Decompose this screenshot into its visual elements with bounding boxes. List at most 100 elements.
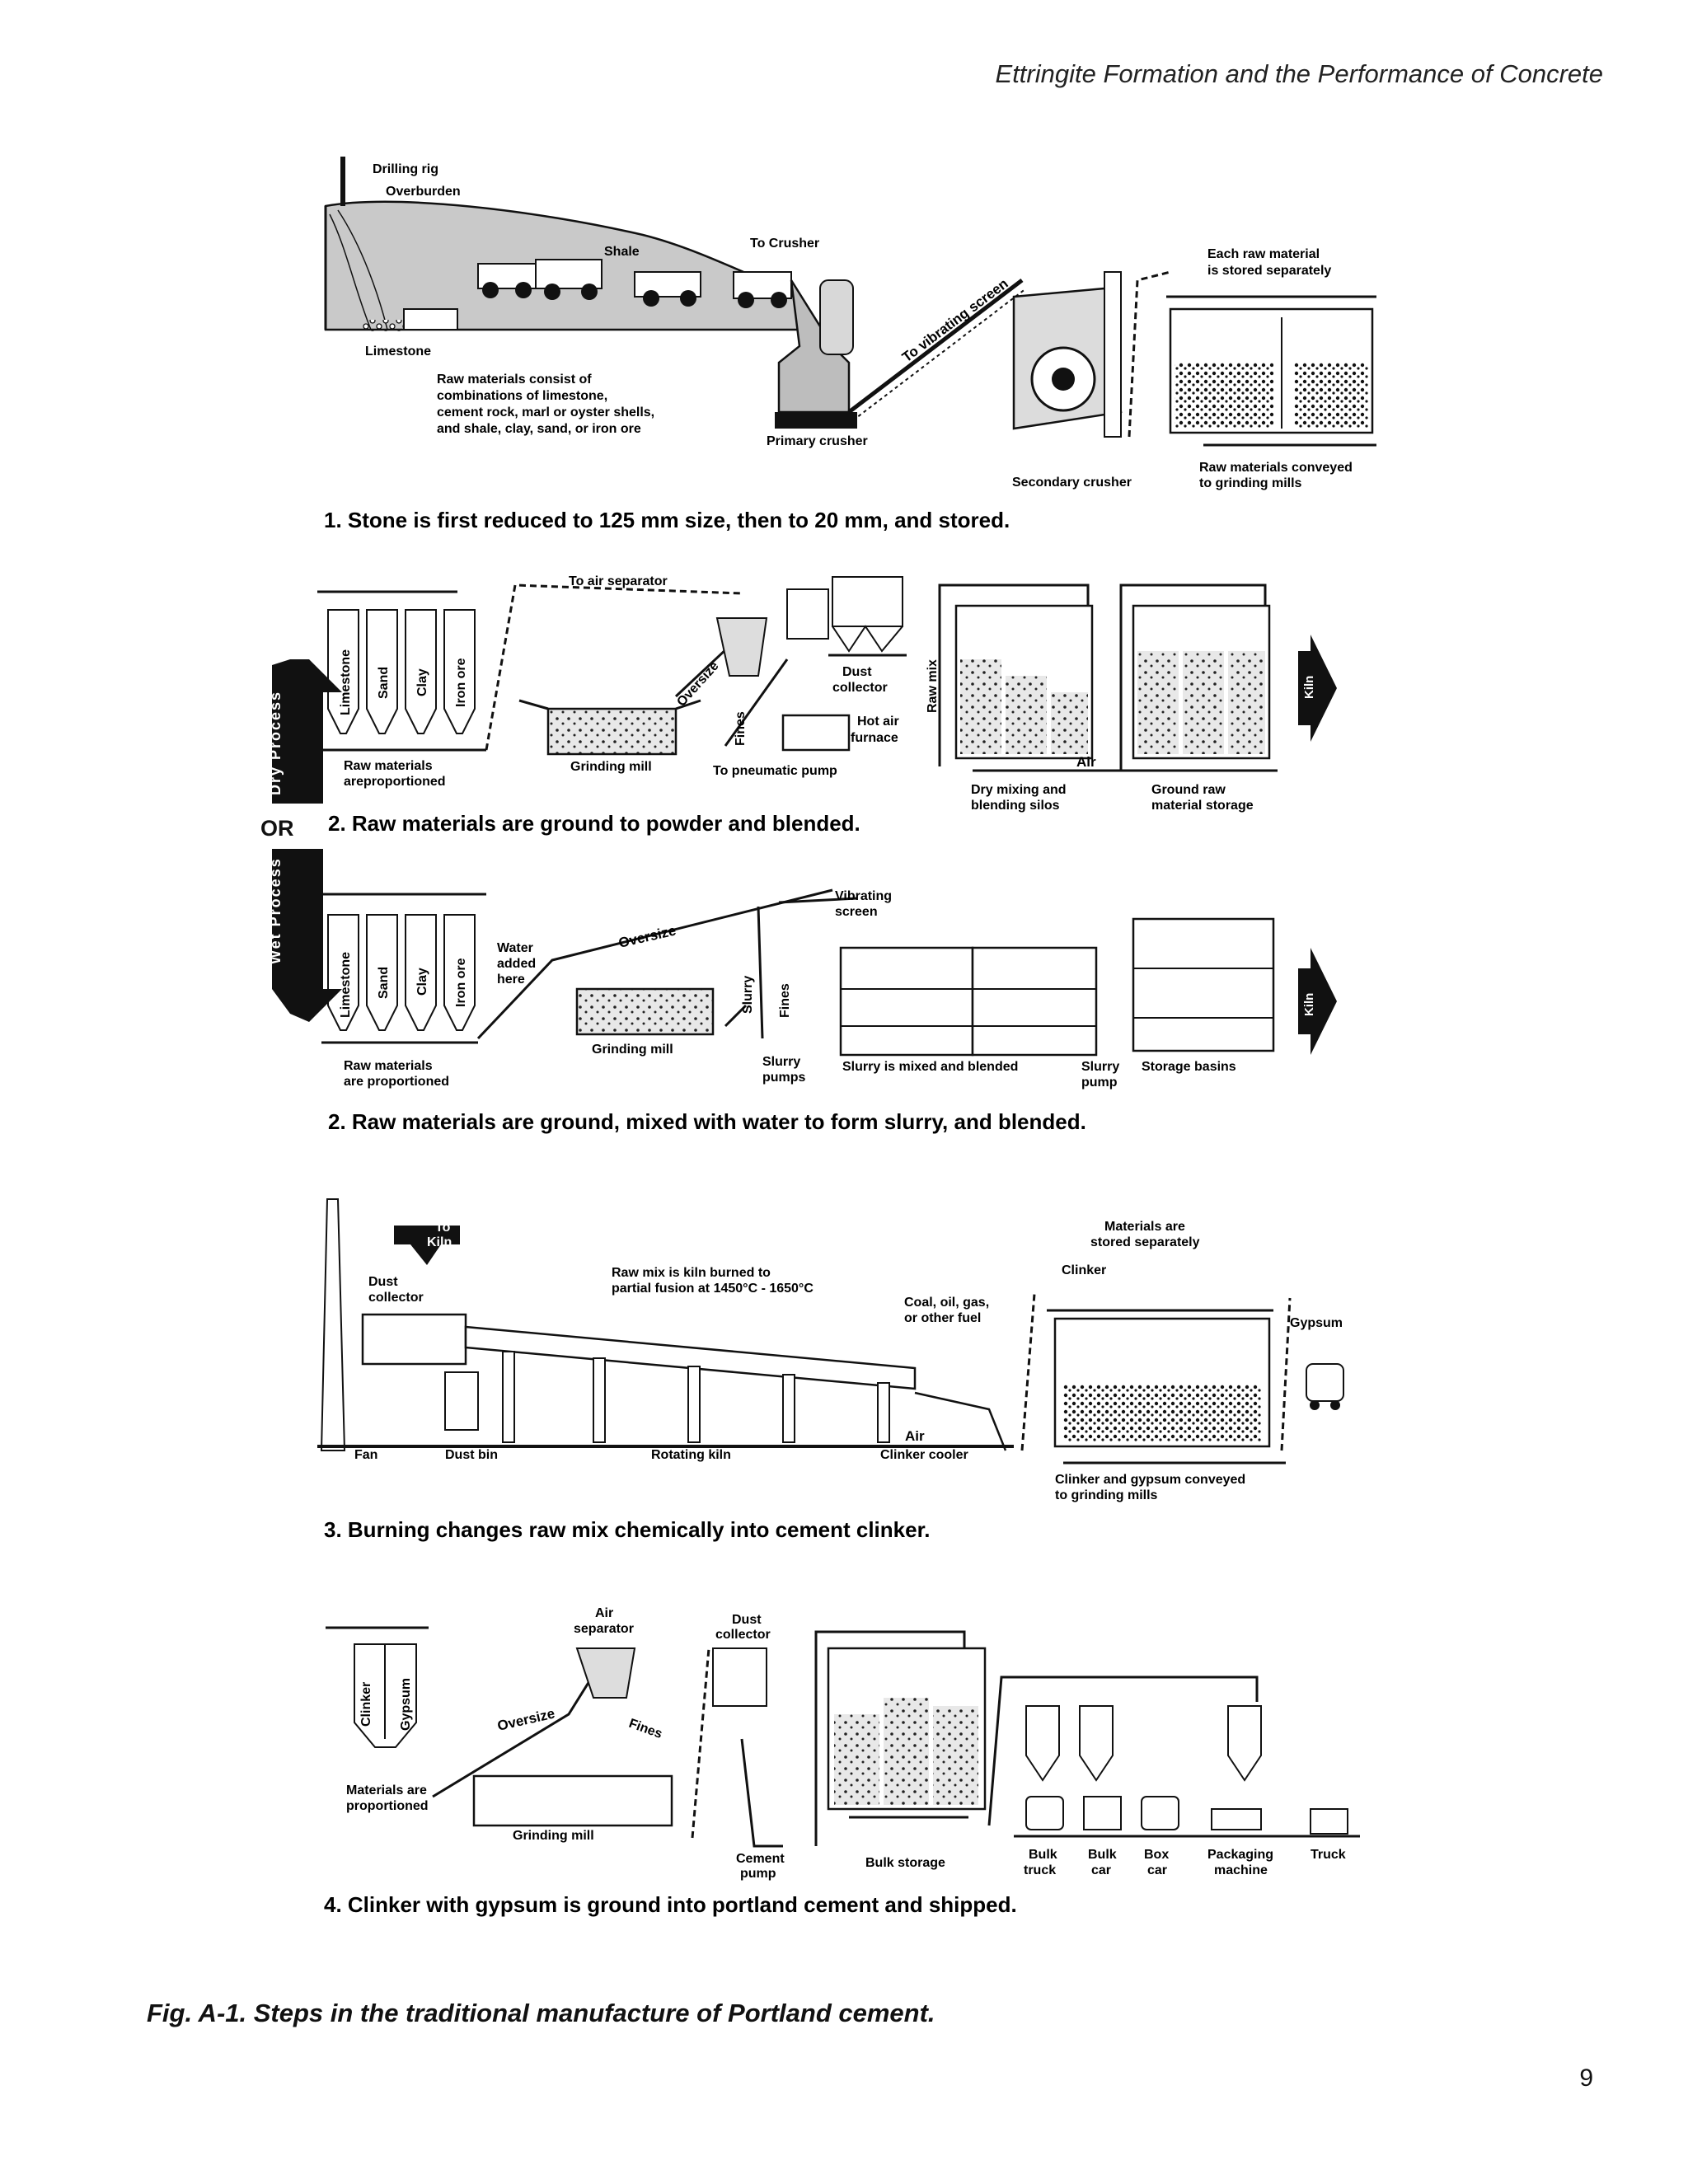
dry-sand: Sand <box>377 667 391 699</box>
dry-proportioned-1: Raw materials <box>344 759 433 773</box>
finish-box-car-2: car <box>1147 1863 1167 1877</box>
dust-collector-dry <box>828 576 907 657</box>
burn-gypsum: Gypsum <box>1290 1316 1343 1330</box>
burn-conveyed-2: to grinding mills <box>1055 1488 1158 1502</box>
wet-to-kiln-1: To <box>1287 996 1301 1010</box>
clinker-cooler <box>914 1391 1007 1451</box>
quarry <box>324 157 809 331</box>
wet-water-2: added <box>497 957 536 971</box>
burn-fuel-1: Coal, oil, gas, <box>904 1296 989 1310</box>
burn-clinker: Clinker <box>1062 1263 1106 1277</box>
finish-air-separator <box>575 1647 636 1699</box>
finish-bulk-storage: Bulk storage <box>865 1856 945 1870</box>
dry-proportioned-2: areproportioned <box>344 775 446 789</box>
finish-bulk-truck-1: Bulk <box>1029 1848 1057 1862</box>
dry-ground-raw-2: material storage <box>1151 799 1254 813</box>
rotating-kiln <box>464 1325 917 1390</box>
burn-dust-2: collector <box>368 1291 424 1305</box>
dry-process-tab: Dry Process <box>267 659 342 804</box>
burn-rotating-kiln: Rotating kiln <box>651 1448 731 1462</box>
dry-mixing-1: Dry mixing and <box>971 783 1067 797</box>
wet-storage-basins-label: Storage basins <box>1142 1060 1236 1074</box>
dry-clay: Clay <box>415 668 429 696</box>
finish-packaging-1: Packaging <box>1207 1848 1273 1862</box>
step4-title: 4. Clinker with gypsum is ground into po… <box>324 1892 1017 1917</box>
label-raw-1: Raw materials consist of <box>437 373 592 387</box>
svg-text:Dry Process: Dry Process <box>267 691 284 795</box>
dry-bins <box>327 609 476 734</box>
label-shale: Shale <box>604 245 640 259</box>
dry-hot-air-1: Hot air <box>857 715 899 729</box>
finish-clinker: Clinker <box>359 1682 373 1727</box>
finish-box-car-1: Box <box>1144 1848 1169 1862</box>
label-secondary-crusher: Secondary crusher <box>1012 476 1132 490</box>
kiln-piers <box>502 1351 890 1443</box>
wet-process-tab: Wet Process <box>267 849 342 1022</box>
burn-dust-1: Dust <box>368 1275 398 1289</box>
wet-slurry-pumps-2: pumps <box>762 1071 806 1085</box>
wet-limestone: Limestone <box>339 952 353 1018</box>
dry-iron-ore: Iron ore <box>454 658 468 707</box>
finish-oversize: Oversize <box>496 1705 556 1733</box>
burn-fan: Fan <box>354 1448 377 1462</box>
dry-to-kiln-1: To <box>1287 677 1301 691</box>
label-to-vibrating-screen: To vibrating screen <box>899 275 1011 365</box>
wet-to-kiln-2: Kiln <box>1302 993 1316 1016</box>
dry-dust-1: Dust <box>842 665 872 679</box>
wet-slurry-pump-1: Slurry <box>1081 1060 1119 1074</box>
haul-trucks <box>403 259 792 330</box>
wet-mixing-basins <box>839 946 1098 1057</box>
finish-dust-2: collector <box>715 1628 771 1642</box>
dry-air: Air <box>1076 754 1096 770</box>
svg-text:Wet Process: Wet Process <box>267 857 284 964</box>
wet-bins <box>327 914 476 1031</box>
finish-grinding-mill-label: Grinding mill <box>513 1829 594 1843</box>
finish-bulk-truck-2: truck <box>1024 1863 1056 1877</box>
wet-iron-ore: Iron ore <box>454 958 468 1007</box>
dry-grinding-mill <box>518 699 701 756</box>
finish-dust-collector <box>712 1647 767 1707</box>
ground-raw-storage <box>1119 583 1271 771</box>
burn-to-kiln-2: Kiln <box>427 1235 452 1249</box>
wet-grinding-mill-label: Grinding mill <box>592 1043 673 1057</box>
wet-slurry-pump-2: pump <box>1081 1076 1118 1090</box>
step3-title: 3. Burning changes raw mix chemically in… <box>324 1517 930 1542</box>
wet-fines: Fines <box>778 983 792 1018</box>
dry-to-air-separator: To air separator <box>569 574 668 588</box>
step2-dry-title: 2. Raw materials are ground to powder an… <box>328 811 860 836</box>
label-raw-2: combinations of limestone, <box>437 389 607 403</box>
shipping-silos <box>1025 1705 1262 1782</box>
finish-grinding-diagram <box>326 1626 1360 1848</box>
wet-mixed-blended: Slurry is mixed and blended <box>842 1060 1018 1074</box>
finish-materials-2: proportioned <box>346 1799 429 1813</box>
wet-water-1: Water <box>497 941 533 955</box>
gypsum-railcar <box>1306 1363 1344 1410</box>
label-to-crusher: To Crusher <box>750 237 819 251</box>
label-each-raw-2: is stored separately <box>1207 264 1331 278</box>
figure-caption: Fig. A-1. Steps in the traditional manuf… <box>147 1999 935 2027</box>
dry-pneumatic-pump: To pneumatic pump <box>713 764 837 778</box>
finish-bulk-car-2: car <box>1091 1863 1111 1877</box>
primary-crusher <box>775 279 857 429</box>
dry-blending-silos <box>938 583 1094 766</box>
finish-gypsum: Gypsum <box>399 1678 413 1731</box>
label-raw-4: and shale, clay, sand, or iron ore <box>437 422 641 436</box>
label-primary-crusher: Primary crusher <box>767 434 868 448</box>
dry-to-kiln-2: Kiln <box>1302 676 1316 699</box>
finish-fines: Fines <box>627 1717 664 1741</box>
finish-cement-pump-2: pump <box>740 1867 776 1881</box>
finish-materials-1: Materials are <box>346 1783 427 1797</box>
dust-collector-burn <box>361 1313 467 1366</box>
finish-packaging-2: machine <box>1214 1863 1268 1877</box>
or-separator: OR <box>260 816 294 841</box>
dry-dust-2: collector <box>832 681 888 695</box>
label-each-raw-1: Each raw material <box>1207 247 1320 261</box>
wet-slurry-pumps-1: Slurry <box>762 1055 800 1069</box>
finish-bulk-car-1: Bulk <box>1088 1848 1117 1862</box>
bulk-storage-silos <box>814 1630 987 1846</box>
to-kiln-arrow-burn <box>394 1226 460 1265</box>
burn-raw-mix-1: Raw mix is kiln burned to <box>612 1266 771 1280</box>
wet-process-diagram <box>317 888 1337 1057</box>
dry-limestone: Limestone <box>339 649 353 715</box>
